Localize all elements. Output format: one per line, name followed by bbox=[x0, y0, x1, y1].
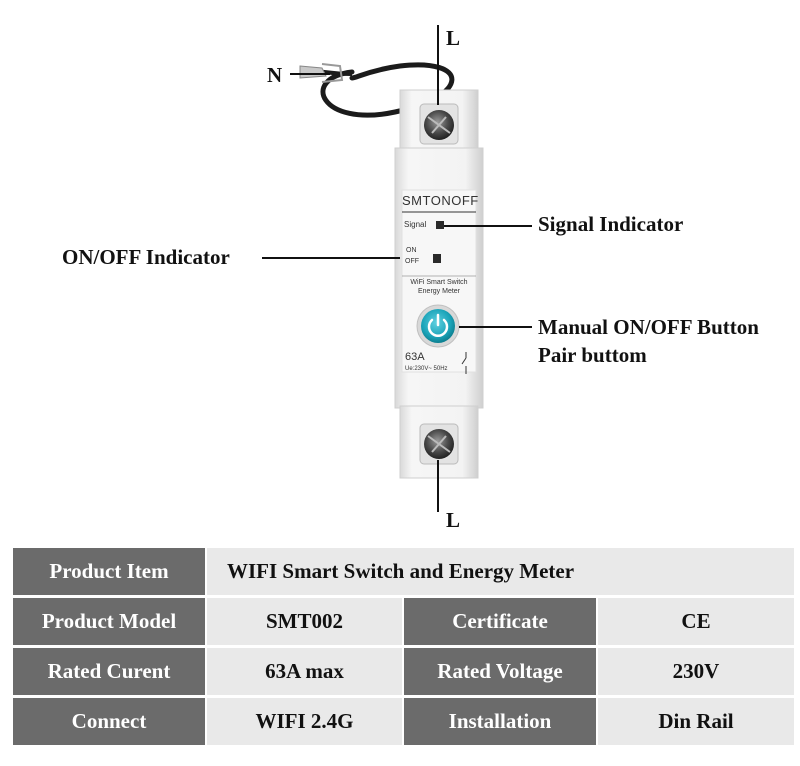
spec-value: CE bbox=[598, 598, 794, 645]
spec-value: WIFI Smart Switch and Energy Meter bbox=[207, 548, 794, 595]
top-terminal-screw bbox=[419, 103, 459, 145]
n-leader bbox=[290, 73, 330, 75]
callout-bottom-l: L bbox=[446, 508, 461, 532]
amp-rating: 63A bbox=[405, 351, 425, 363]
spec-label: Rated Curent bbox=[13, 648, 205, 695]
device-body bbox=[394, 89, 484, 479]
onoff-leader bbox=[262, 257, 400, 259]
spec-label: Certificate bbox=[404, 598, 596, 645]
top-l-line bbox=[437, 25, 439, 105]
power-button[interactable] bbox=[416, 304, 460, 348]
spec-label: Rated Voltage bbox=[404, 648, 596, 695]
power-icon bbox=[427, 318, 449, 337]
off-label: OFF bbox=[405, 258, 419, 265]
device-brand: SMTONOFF bbox=[402, 193, 479, 208]
switch-symbol-icon bbox=[461, 352, 467, 374]
table-row: Connect WIFI 2.4G Installation Din Rail bbox=[13, 698, 794, 745]
table-row: Product Model SMT002 Certificate CE bbox=[13, 598, 794, 645]
spec-label: Installation bbox=[404, 698, 596, 745]
product-line-2: Energy Meter bbox=[417, 288, 461, 295]
table-row: Product Item WIFI Smart Switch and Energ… bbox=[13, 548, 794, 595]
voltage-rating: Ue:230V~ 50Hz bbox=[405, 366, 448, 372]
bottom-terminal-screw bbox=[419, 423, 459, 465]
on-label: ON bbox=[406, 247, 417, 254]
button-leader bbox=[459, 326, 532, 328]
callout-top-l: L bbox=[446, 26, 461, 50]
spec-value: SMT002 bbox=[207, 598, 402, 645]
callout-button-line1: Manual ON/OFF Button bbox=[538, 315, 759, 339]
signal-led bbox=[436, 221, 444, 229]
callout-signal: Signal Indicator bbox=[538, 212, 684, 236]
spec-label: Product Item bbox=[13, 548, 205, 595]
signal-leader bbox=[444, 225, 532, 227]
spec-table: Product Item WIFI Smart Switch and Energ… bbox=[11, 545, 796, 748]
callout-n: N bbox=[267, 63, 283, 87]
spec-label: Product Model bbox=[13, 598, 205, 645]
table-row: Rated Curent 63A max Rated Voltage 230V bbox=[13, 648, 794, 695]
spec-value: WIFI 2.4G bbox=[207, 698, 402, 745]
spec-value: Din Rail bbox=[598, 698, 794, 745]
bottom-l-line bbox=[437, 460, 439, 512]
product-line-1: WiFi Smart Switch bbox=[410, 279, 468, 286]
device-illustration bbox=[299, 62, 484, 479]
onoff-led bbox=[433, 254, 441, 263]
signal-label: Signal bbox=[404, 220, 427, 229]
callout-button-line2: Pair buttom bbox=[538, 343, 647, 367]
spec-value: 230V bbox=[598, 648, 794, 695]
spec-value: 63A max bbox=[207, 648, 402, 695]
spec-label: Connect bbox=[13, 698, 205, 745]
product-diagram: SMTONOFF Signal ON OFF WiFi Smart Switch… bbox=[62, 25, 759, 532]
callout-onoff: ON/OFF Indicator bbox=[62, 245, 230, 269]
